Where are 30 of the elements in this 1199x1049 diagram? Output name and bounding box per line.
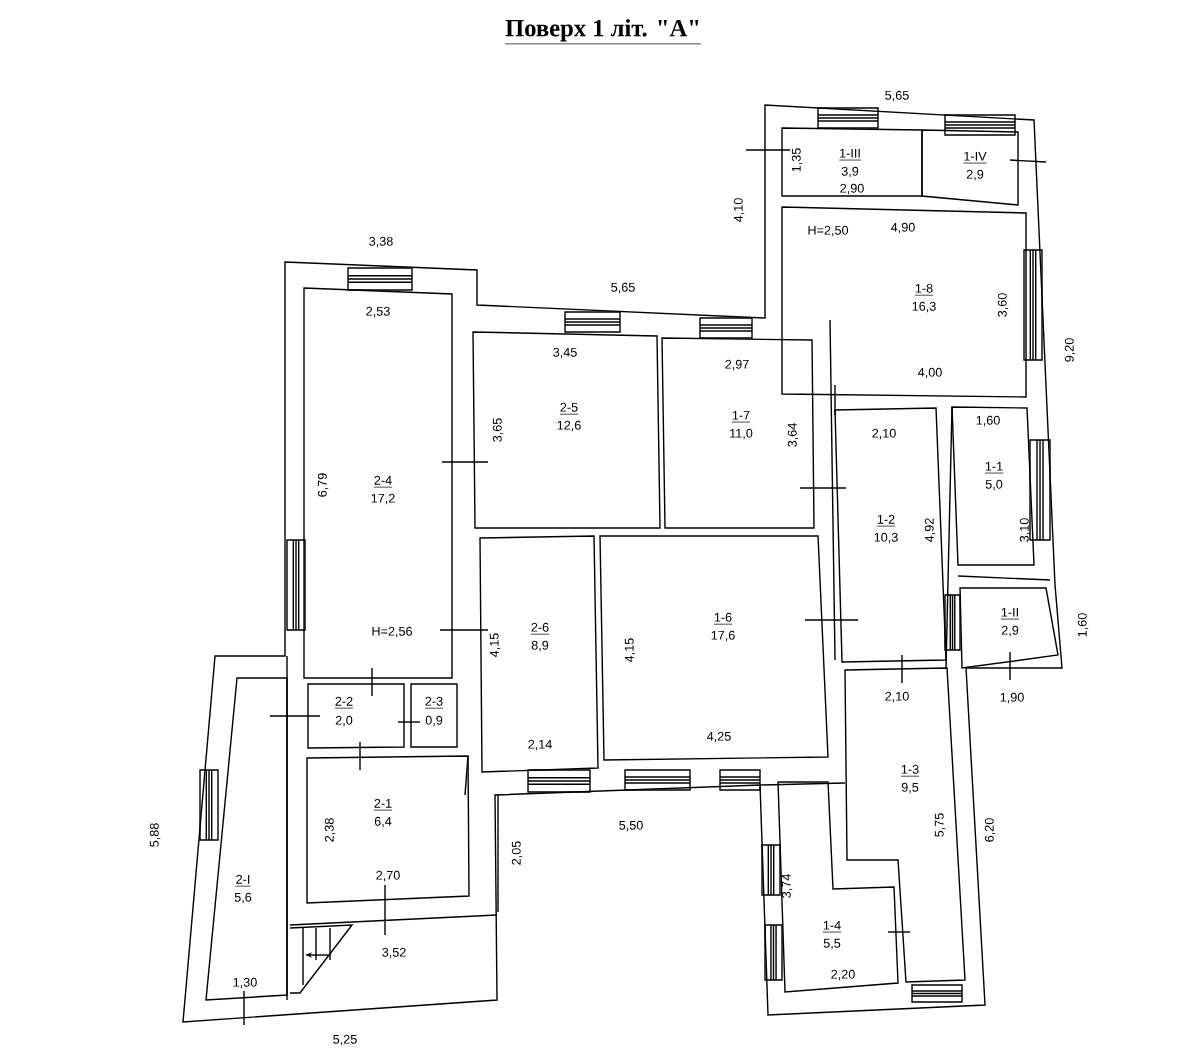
dimension-label: 5,65 [611,282,635,294]
title: Поверх 1 літ. "А" [504,19,702,45]
dimension-label: 5,25 [333,1034,357,1046]
room: 2,10 1-2 10,3 4,92 [834,407,947,663]
room: 1,60 1-1 5,0 3,10 [951,406,1035,566]
dimension-label: 9,20 [1064,338,1076,362]
room: 4,15 2-6 8,9 2,14 [479,535,599,773]
dimension-label: 5,65 [885,90,909,102]
room: 4,15 1-6 17,6 4,25 [599,535,829,761]
room: 3,74 1-4 5,5 2,20 [777,781,899,993]
room: 3,45 3,65 2-5 12,6 [472,331,661,529]
room: 2,97 1-7 11,0 3,64 [661,337,815,529]
room: 1-III 3,9 1,35 2,90 [781,127,923,197]
dimension-label: 5,50 [619,820,643,832]
room: 2-I 5,6 1,30 [205,677,288,1001]
dimension-label: 2,05 [511,841,523,865]
room: 2-2 2,0 [307,683,405,749]
room: 2,38 2-1 6,4 2,70 [306,755,470,904]
dimension-label: 4,10 [733,198,745,222]
room: 1-II 2,9 [959,587,1059,669]
dimension-label: 3,52 [382,947,406,959]
room: 2,53 6,79 2-4 17,2 H=2,56 [303,287,453,679]
dimension-label: 6,20 [984,818,996,842]
room: 1-IV 2,9 [921,129,1019,206]
dimension-label: 5,88 [149,823,161,847]
room: H=2,50 4,90 1-8 16,3 3,60 4,00 [781,206,1027,398]
dimension-label: 3,38 [369,236,393,248]
dimension-label: 1,60 [1077,613,1089,637]
room: 2-3 0,9 [410,683,458,748]
dimension-label: 1,90 [1000,692,1024,704]
